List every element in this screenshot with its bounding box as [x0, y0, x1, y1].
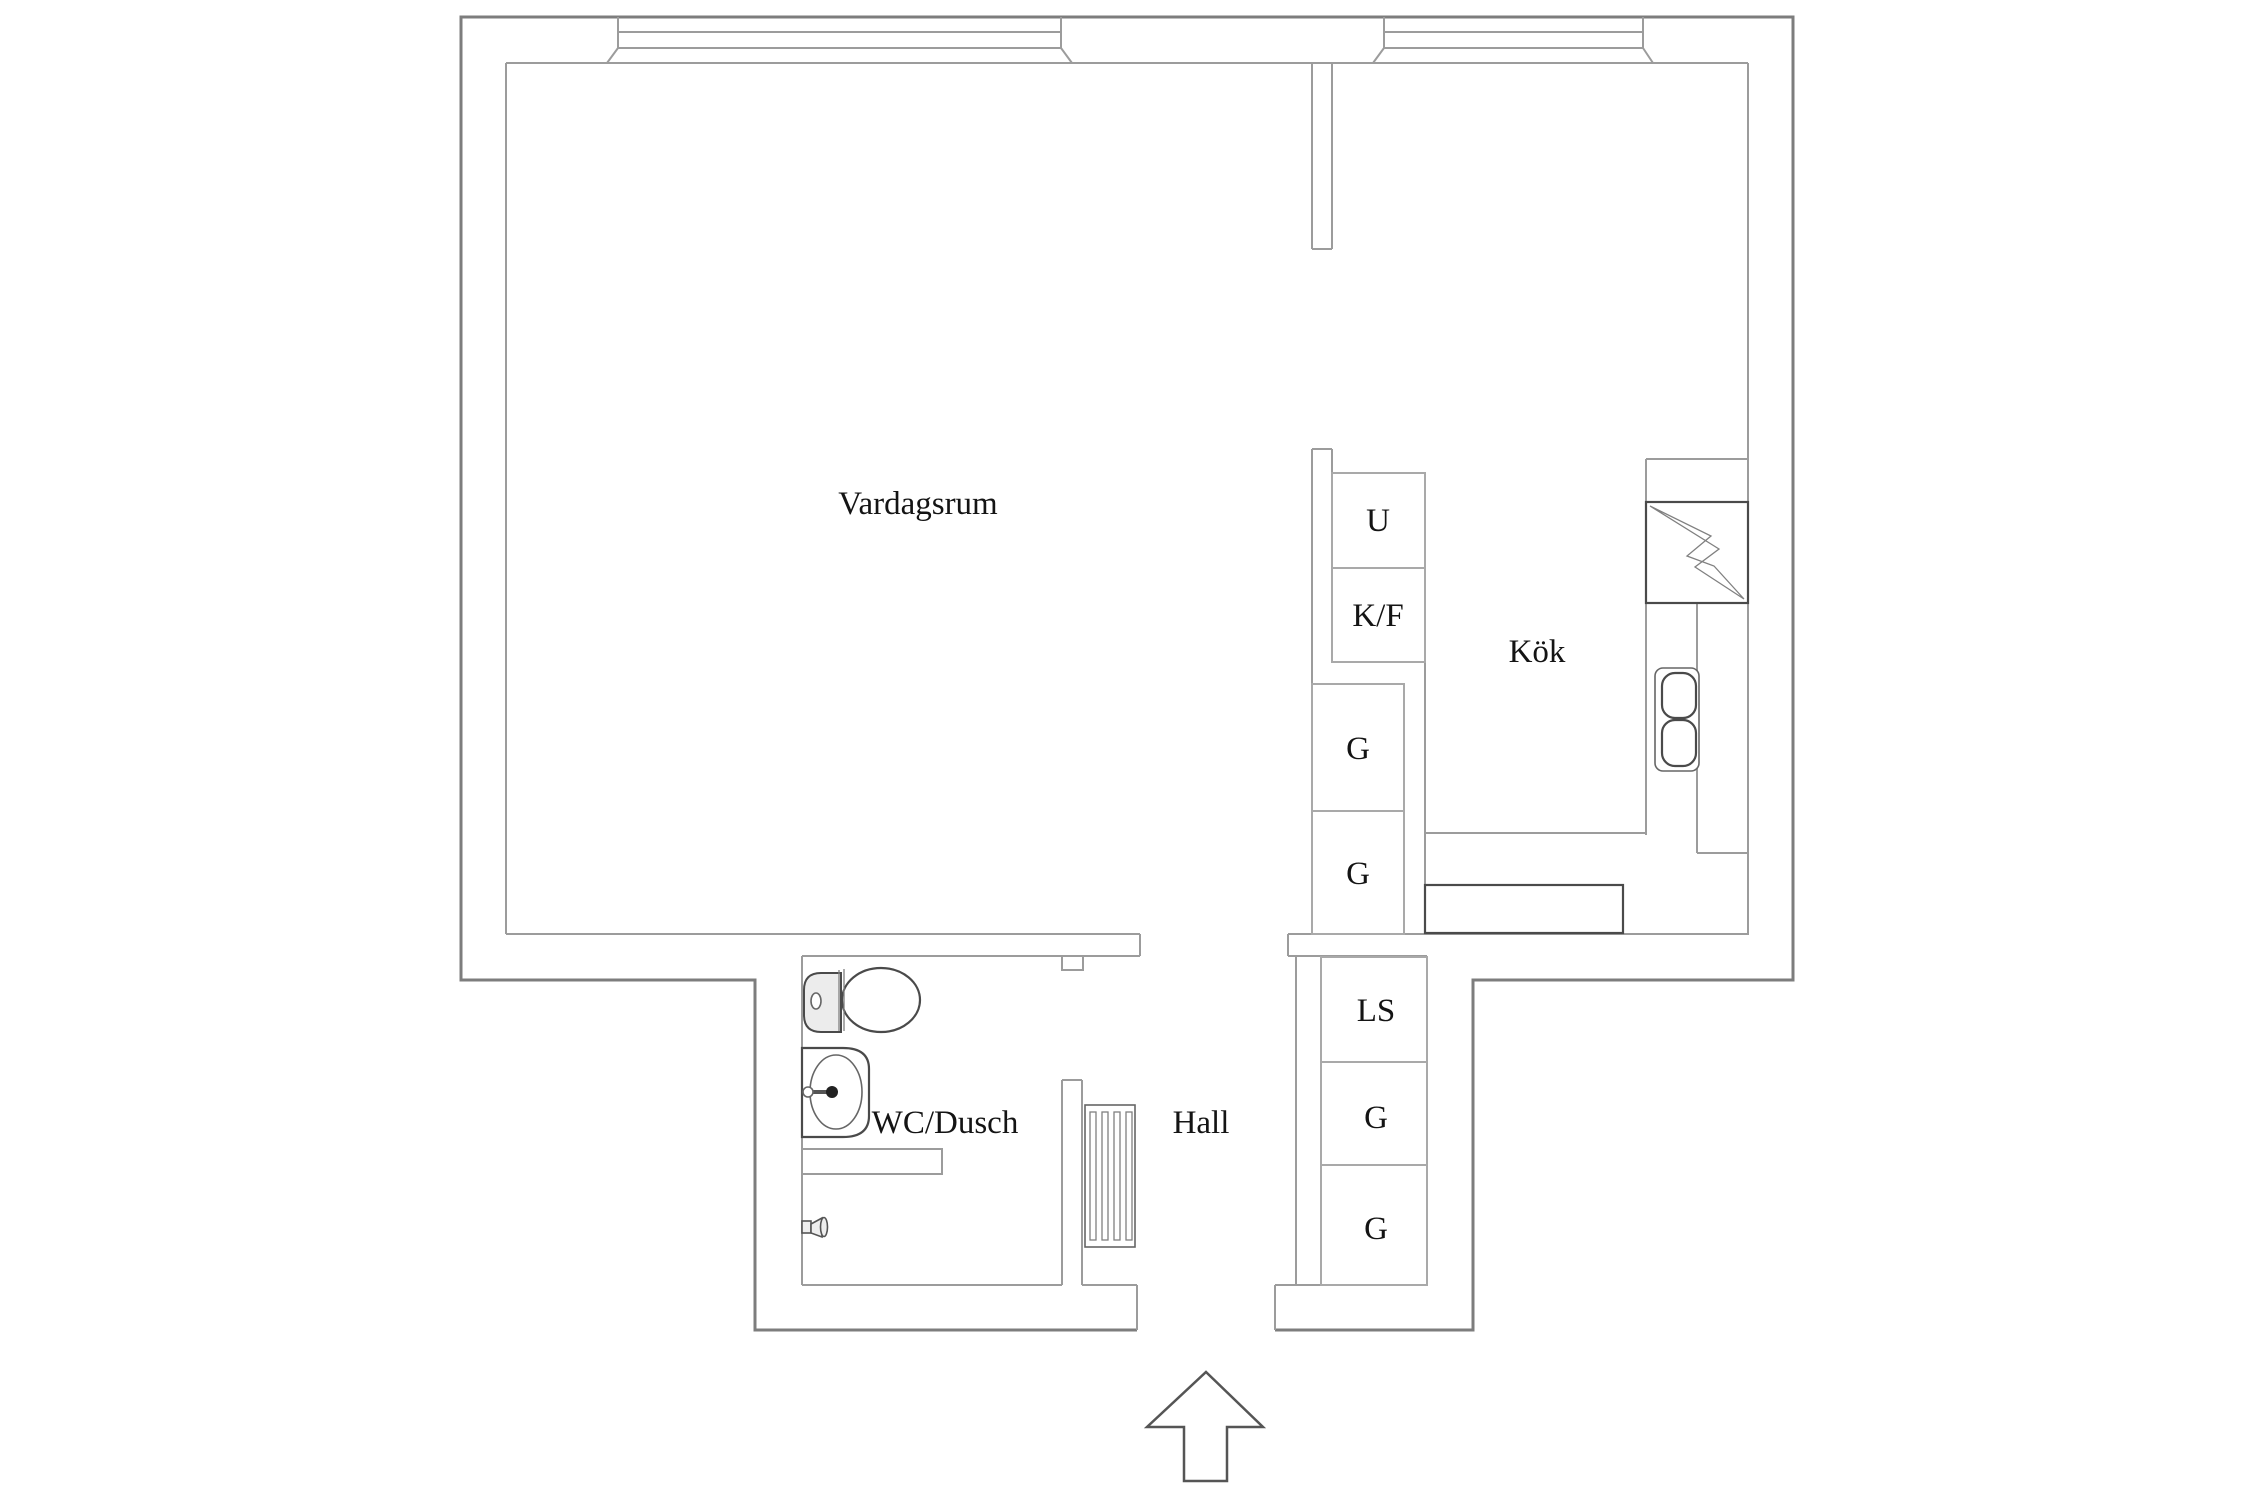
kitchen-bench [1423, 883, 1625, 935]
entrance-arrow-icon [1143, 1370, 1267, 1483]
radiator-slat-1 [1089, 1111, 1097, 1241]
toilet-flush-button [810, 992, 822, 1010]
closet-label-g2: G [1346, 856, 1370, 892]
closet-label-g4: G [1364, 1211, 1388, 1247]
closet-label-g3: G [1364, 1100, 1388, 1136]
kitchen-sink-basin-bottom [1660, 718, 1698, 768]
room-label-bathroom: WC/Dusch [872, 1105, 1019, 1141]
toilet-bowl [840, 966, 922, 1034]
stove-bolt-icon [1649, 505, 1745, 600]
closet-g1-box [1311, 683, 1405, 812]
closets [1311, 472, 1428, 1286]
shower-head-face [819, 1216, 829, 1238]
closet-g2-box [1311, 810, 1405, 935]
bathroom-fixtures [800, 966, 922, 1239]
outer-boundary [459, 15, 1795, 1332]
closet-g3-box [1320, 1061, 1428, 1166]
toilet-tank [803, 972, 842, 1033]
shower-valve [801, 1220, 812, 1234]
kitchen-counter [1645, 458, 1748, 854]
closet-g4-box [1320, 1164, 1428, 1286]
basin-tap-head [826, 1086, 838, 1098]
door-stop-notch [1061, 956, 1084, 971]
window-left [606, 17, 1073, 64]
shower-control [801, 1216, 829, 1239]
closet-label-kf: K/F [1352, 598, 1403, 634]
basin-tap-handle [802, 1086, 814, 1098]
radiator-body [1084, 1104, 1136, 1248]
closet-u-box [1331, 472, 1426, 569]
stove [1644, 500, 1750, 605]
room-label-living: Vardagsrum [838, 486, 998, 522]
labels: Vardagsrum Kök WC/Dusch Hall U K/F G G L… [838, 486, 1566, 1247]
radiator-slat-4 [1125, 1111, 1133, 1241]
closet-label-g1: G [1346, 731, 1370, 767]
kitchen-divider-upper [1311, 63, 1333, 250]
closet-kf-box [1331, 567, 1426, 663]
room-label-hall: Hall [1173, 1105, 1230, 1141]
window-right [1372, 17, 1654, 64]
closet-label-ls: LS [1357, 993, 1396, 1029]
kitchen-fixtures [1423, 500, 1750, 935]
living-bottom-wall [506, 933, 1748, 957]
toilet [803, 966, 922, 1034]
radiator [1084, 1104, 1136, 1248]
exterior-walls [459, 15, 1795, 1332]
kitchen-sink-basin-top [1660, 671, 1698, 720]
shower-head-icon [810, 1216, 823, 1239]
radiator-slat-2 [1101, 1111, 1109, 1241]
closet-ls-box [1320, 956, 1428, 1063]
room-label-kitchen: Kök [1509, 634, 1566, 670]
radiator-slat-3 [1113, 1111, 1121, 1241]
wash-basin [800, 1046, 871, 1139]
shower-knee-wall [801, 1148, 943, 1175]
toilet-seat-hinge [838, 969, 845, 1031]
closet-label-u: U [1366, 503, 1390, 539]
